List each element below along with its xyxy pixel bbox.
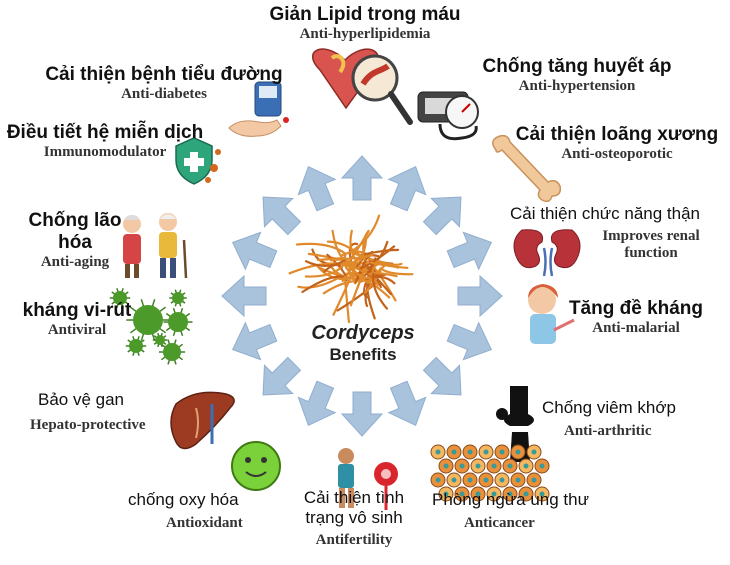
benefit-immuno-vi: Điều tiết hệ miễn dịch <box>6 122 204 143</box>
benefit-aging: Chống lão hóa Anti-aging <box>12 210 138 271</box>
radial-arrow <box>341 391 383 437</box>
benefit-renal: Improves renal function <box>596 228 706 262</box>
benefit-fertility-vi1: Cải thiện tình <box>303 488 405 507</box>
benefit-osteo: Cải thiện loãng xương Anti-osteoporotic <box>506 124 728 163</box>
benefit-hypertension-vi: Chống tăng huyết áp <box>482 56 672 77</box>
benefit-malarial-vi: Tăng đề kháng <box>568 298 704 319</box>
benefit-aging-en: Anti-aging <box>40 254 110 270</box>
cancer-cells-icon <box>430 444 550 502</box>
sick-person-icon <box>528 284 575 344</box>
benefit-antiviral: kháng vi-rút Antiviral <box>14 300 140 339</box>
center-title-main: Cordyceps <box>311 322 415 344</box>
benefit-cancer-vi: Phòng ngừa ung thư <box>432 490 589 509</box>
blood-pressure-monitor-icon <box>417 91 479 141</box>
benefit-hypertension-en: Anti-hypertension <box>518 78 636 94</box>
liver-icon <box>170 391 235 450</box>
benefit-antiviral-vi: kháng vi-rút <box>22 300 132 321</box>
radial-arrow <box>442 223 500 279</box>
glucose-meter-icon <box>228 81 289 137</box>
elderly-couple-icon <box>123 213 188 279</box>
radial-arrow <box>379 376 435 434</box>
benefit-renal-en1: Improves renal <box>602 228 700 244</box>
benefit-renal-vi: Cải thiện chức năng thận <box>510 204 701 223</box>
benefit-diabetes-en: Anti-diabetes <box>121 86 207 102</box>
radial-arrows <box>221 155 503 437</box>
radial-arrow <box>289 158 345 216</box>
benefit-lipid-vi: Giản Lipid trong máu <box>269 4 461 25</box>
benefit-hepato-en: Hepato-protective <box>30 417 146 433</box>
benefit-diabetes-vi: Cải thiện bệnh tiểu đường <box>45 64 283 85</box>
benefit-fertility-vi2: trạng vô sinh <box>305 508 403 527</box>
benefit-cancer-en: Anticancer <box>464 515 535 531</box>
benefit-arthritic-en: Anti-arthritic <box>564 423 652 439</box>
athlete-icon <box>338 448 398 510</box>
benefit-osteo-en: Anti-osteoporotic <box>561 146 673 162</box>
benefit-malarial: Tăng đề kháng Anti-malarial <box>562 298 710 337</box>
benefit-immuno: Điều tiết hệ miễn dịch Immunomodulator <box>2 122 208 161</box>
benefit-renal-en2: function <box>624 245 678 261</box>
benefit-malarial-en: Anti-malarial <box>592 320 680 336</box>
benefit-fertility: Cải thiện tình trạng vô sinh Antifertili… <box>294 488 414 549</box>
radial-arrow <box>341 155 383 201</box>
virus-icon <box>109 288 193 365</box>
benefit-immuno-en: Immunomodulator <box>43 144 167 160</box>
benefit-lipid: Giản Lipid trong máu Anti-hyperlipidemia <box>255 4 475 43</box>
benefit-arthritic-vi: Chống viêm khớp <box>542 398 676 417</box>
heart-magnifier-icon <box>312 48 413 125</box>
radial-arrow <box>221 275 267 317</box>
benefit-fertility-en: Antifertility <box>315 532 393 548</box>
radial-arrow <box>224 313 282 369</box>
immune-shield-icon <box>175 137 221 185</box>
benefit-hypertension: Chống tăng huyết áp Anti-hypertension <box>462 56 692 95</box>
radial-arrow <box>224 223 282 279</box>
benefit-hepato-vi: Bảo vệ gan <box>38 390 125 409</box>
radial-arrow <box>289 376 345 434</box>
radial-arrow <box>457 275 503 317</box>
radial-arrow <box>442 313 500 369</box>
center-title-sub: Benefits <box>329 345 397 364</box>
benefit-antioxidant-vi: chống oxy hóa <box>128 490 239 509</box>
benefit-lipid-en: Anti-hyperlipidemia <box>299 26 431 42</box>
radial-arrow <box>379 158 435 216</box>
kidney-icon <box>513 229 581 277</box>
cordyceps-fungus-icon <box>288 214 414 324</box>
benefit-osteo-vi: Cải thiện loãng xương <box>515 124 719 145</box>
benefit-antioxidant-en: Antioxidant <box>166 515 243 531</box>
bone-icon <box>492 134 562 203</box>
center-title: Cordyceps Benefits <box>298 322 428 365</box>
antioxidant-ball-icon <box>231 441 281 491</box>
benefit-antiviral-en: Antiviral <box>47 322 107 338</box>
benefit-aging-vi: Chống lão hóa <box>28 210 122 253</box>
benefit-diabetes: Cải thiện bệnh tiểu đường Anti-diabetes <box>44 64 284 103</box>
